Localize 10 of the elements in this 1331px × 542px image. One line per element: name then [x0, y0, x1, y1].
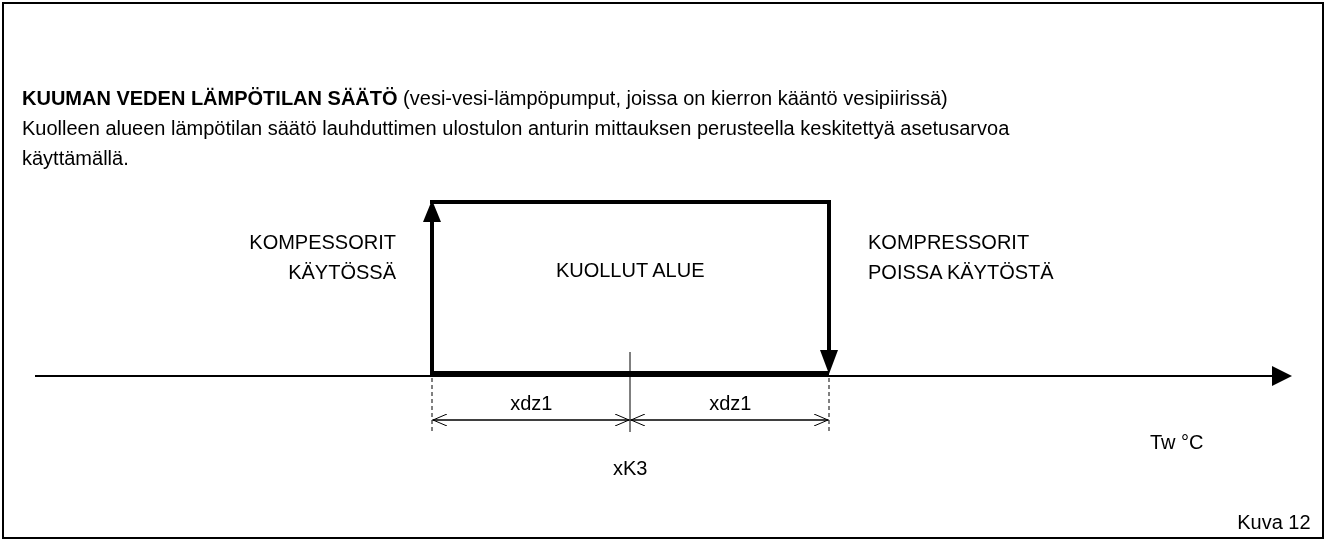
title: KUUMAN VEDEN LÄMPÖTILAN SÄÄTÖ (vesi-vesi-lämpöpumput, joissa on kierron kääntö vesipiirissä): [22, 86, 949, 111]
state-label: KOMPESSORIT KÄYTÖSSÄ: [248, 230, 396, 285]
dimension-label: xdz1: [509, 391, 554, 416]
setpoint-label: xK3: [612, 456, 649, 481]
dimension-label: xdz1: [708, 391, 753, 416]
description-text: Kuolleen alueen lämpötilan säätö lauhduttimen ulostulon anturin mittauksen perusteella keskitettyä asetusarvoa käyttämällä.: [22, 116, 1011, 171]
zone-label: KUOLLUT ALUE: [554, 258, 706, 283]
figure-number: Kuva 12: [1236, 510, 1311, 535]
state-label: KOMPRESSORIT POISSA KÄYTÖSTÄ: [868, 230, 1055, 285]
axis-label: Tw °C: [1150, 430, 1205, 455]
